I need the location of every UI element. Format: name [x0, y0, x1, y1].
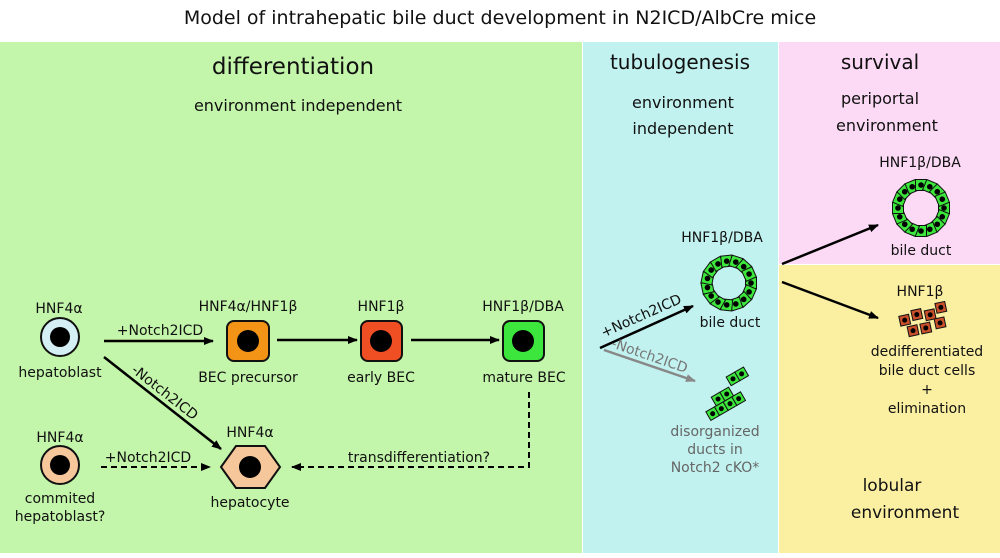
duct-cell-nucleus	[927, 183, 933, 190]
early-bec-nucleus	[370, 330, 392, 352]
tubulo-bile-duct-marker: HNF1β/DBA	[681, 230, 763, 246]
duct-cell-nucleus	[895, 205, 901, 211]
duct-cell-nucleus	[715, 299, 721, 305]
commited-hepatoblast-marker: HNF4α	[36, 430, 83, 446]
duct-cell-nucleus	[704, 284, 711, 291]
lobular-panel	[779, 265, 1000, 553]
duct-cell-nucleus	[740, 296, 747, 303]
duct-cell-nucleus	[746, 289, 752, 295]
bec-precursor-nucleus	[237, 330, 259, 352]
bec-precursor-marker: HNF4α/HNF1β	[199, 299, 298, 315]
differentiation-panel	[0, 42, 582, 553]
dedifferentiated-label-1: dedifferentiated	[871, 344, 983, 360]
commited-hepatoblast-nucleus	[50, 455, 70, 475]
mature-bec-label: mature BEC	[482, 370, 566, 386]
duct-cell-nucleus	[896, 214, 903, 220]
disorganized-label-3: Notch2 cKO*	[671, 460, 760, 476]
mature-bec-nucleus	[512, 330, 534, 352]
survival-bile-duct-marker: HNF1β/DBA	[879, 155, 961, 171]
duct-cell-nucleus	[934, 188, 941, 195]
tubulogenesis-subheading-1: environment	[632, 93, 734, 112]
commited-hepatoblast-label-2: hepatoblast?	[15, 509, 106, 525]
hepatoblast-nucleus	[50, 327, 70, 347]
early-bec-marker: HNF1β	[358, 299, 405, 315]
duct-cell-nucleus	[939, 196, 946, 202]
duct-cell-nucleus	[941, 205, 947, 211]
arrow-label-transdiff: transdifferentiation?	[348, 450, 490, 466]
disorganized-ducts-cluster	[705, 366, 750, 422]
early-bec-label: early BEC	[347, 370, 415, 386]
differentiation-heading: differentiation	[212, 54, 374, 80]
duct-cell-nucleus	[732, 301, 739, 307]
duct-cell-nucleus	[901, 221, 908, 228]
arrow-label-plus-notch-commited: +Notch2ICD	[105, 450, 191, 466]
duct-cell-nucleus	[740, 263, 747, 270]
disorganized-label-1: disorganized	[670, 424, 759, 440]
lobular-label-1: lobular	[863, 476, 922, 496]
arrow-to-survival-bile-duct	[781, 223, 879, 266]
duct-cell-nucleus	[927, 226, 933, 233]
duct-cell-nucleus	[732, 259, 739, 265]
dedifferentiated-cells	[898, 300, 948, 338]
duct-cell-nucleus	[708, 293, 715, 299]
duct-cell-nucleus	[704, 275, 711, 282]
duct-cell-nucleus	[918, 182, 924, 188]
survival-subheading-2: environment	[836, 116, 938, 135]
diagram-title: Model of intrahepatic bile duct developm…	[184, 7, 816, 29]
duct-cell-nucleus	[715, 261, 721, 267]
duct-cell-nucleus	[723, 302, 730, 308]
hepatocyte-label: hepatocyte	[210, 495, 289, 511]
arrow-tubulo-plus-notch	[599, 304, 694, 350]
hepatoblast-label: hepatoblast	[18, 365, 102, 381]
lobular-label-2: environment	[851, 503, 960, 523]
tubulo-bile-duct-ring	[700, 254, 758, 312]
mature-bec-marker: HNF1β/DBA	[482, 299, 564, 315]
tubulogenesis-heading: tubulogenesis	[610, 50, 750, 74]
duct-cell-nucleus	[723, 258, 730, 264]
duct-cell-nucleus	[909, 226, 915, 233]
hepatocyte-marker: HNF4α	[226, 425, 273, 441]
survival-subheading-1: periportal	[841, 89, 919, 108]
survival-bile-duct-label: bile duct	[891, 243, 952, 259]
survival-panel	[779, 42, 1000, 264]
arrow-transdifferentiation	[291, 392, 530, 471]
duct-cell-nucleus	[934, 221, 941, 228]
disorganized-label-2: ducts in	[687, 442, 742, 458]
arrow-tubulo-minus-notch	[603, 348, 696, 383]
hepatoblast-marker: HNF4α	[35, 301, 82, 317]
arrow-hepatoblast-to-hepatocyte	[103, 356, 222, 450]
duct-cell-nucleus	[748, 280, 754, 286]
dedifferentiated-marker: HNF1β	[897, 284, 944, 300]
dedifferentiated-label-4: elimination	[888, 401, 966, 417]
duct-cell-nucleus	[918, 228, 924, 234]
tubulo-bile-duct-label: bile duct	[700, 315, 761, 331]
arrow-label-plus-notch-main: +Notch2ICD	[117, 323, 203, 339]
duct-cell-nucleus	[939, 214, 946, 220]
duct-cell-nucleus	[896, 196, 903, 202]
duct-cell-nucleus	[708, 267, 715, 273]
commited-hepatoblast-label-1: commited	[25, 491, 95, 507]
duct-cell-nucleus	[909, 183, 915, 190]
arrow-to-dedifferentiated	[781, 280, 879, 320]
tubulogenesis-subheading-2: independent	[632, 119, 733, 138]
survival-bile-duct-ring	[891, 178, 951, 238]
hepatocyte-nucleus	[239, 456, 261, 478]
differentiation-subheading: environment independent	[194, 96, 402, 115]
duct-cell-nucleus	[746, 271, 752, 277]
bec-precursor-label: BEC precursor	[198, 370, 298, 386]
survival-heading: survival	[841, 50, 919, 74]
dedifferentiated-label-3: +	[921, 382, 933, 398]
duct-cell-nucleus	[901, 188, 908, 195]
dedifferentiated-label-2: bile duct cells	[879, 363, 976, 379]
